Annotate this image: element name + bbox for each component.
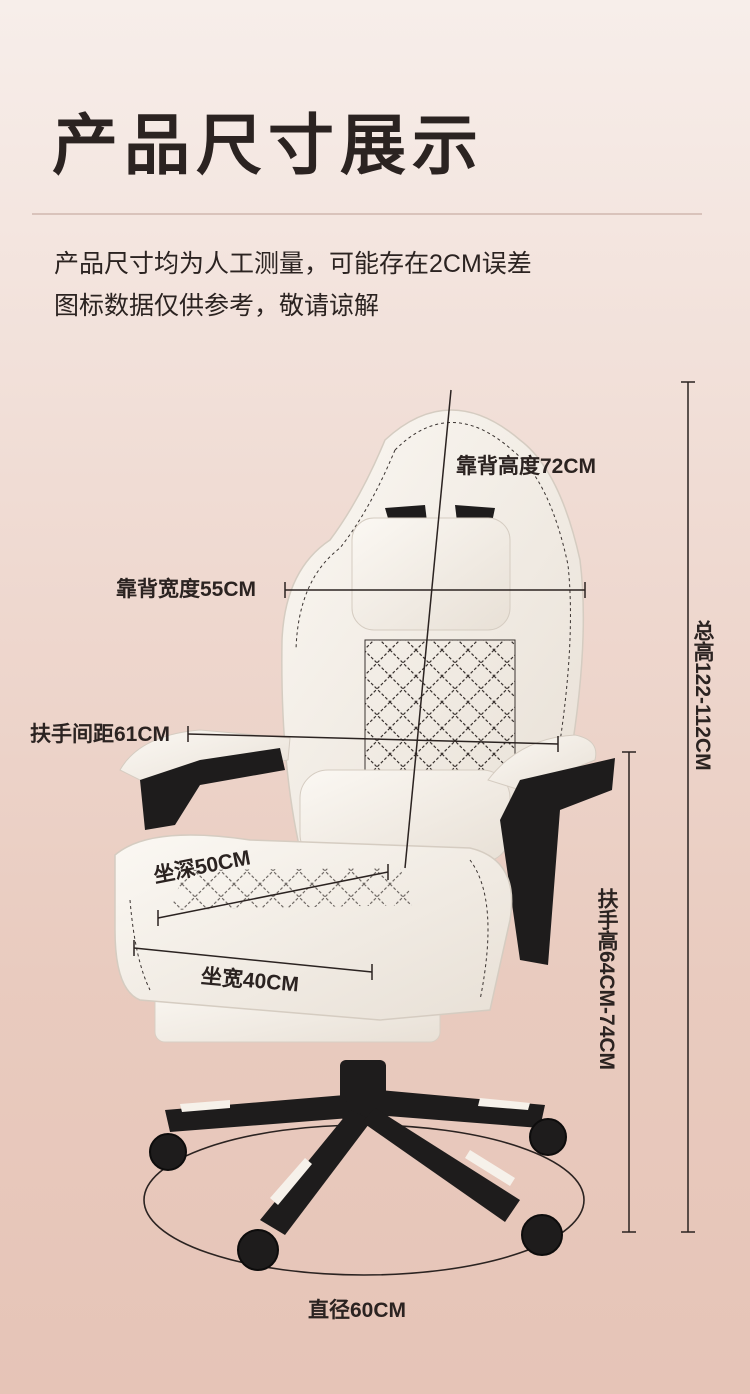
measurement-note: 产品尺寸均为人工测量，可能存在2CM误差 (54, 250, 532, 278)
headrest-pillow (351, 517, 511, 631)
page-title: 产品尺寸展示 (52, 108, 484, 182)
quilted-panel (364, 639, 516, 781)
armrest-left (119, 729, 291, 830)
chair-base (165, 1060, 545, 1235)
title-divider (32, 213, 702, 215)
armrest-height-label: 扶手高64CM-74CM (595, 888, 618, 1071)
casters (149, 1118, 567, 1271)
disclaimer-note: 图标数据仅供参考，敬请谅解 (54, 292, 380, 320)
total-height-label: 总高122-112CM (691, 620, 714, 771)
armrest-spacing-label: 扶手间距61CM (30, 723, 171, 746)
measure-lines (133, 381, 695, 1233)
armrest-right (487, 734, 615, 965)
backrest-width-label: 靠背宽度55CM (116, 578, 257, 601)
chair-base-highlights (180, 1098, 530, 1205)
base-diameter-label: 直径60CM (308, 1299, 407, 1322)
backrest-height-label: 靠背高度72CM (456, 455, 597, 478)
